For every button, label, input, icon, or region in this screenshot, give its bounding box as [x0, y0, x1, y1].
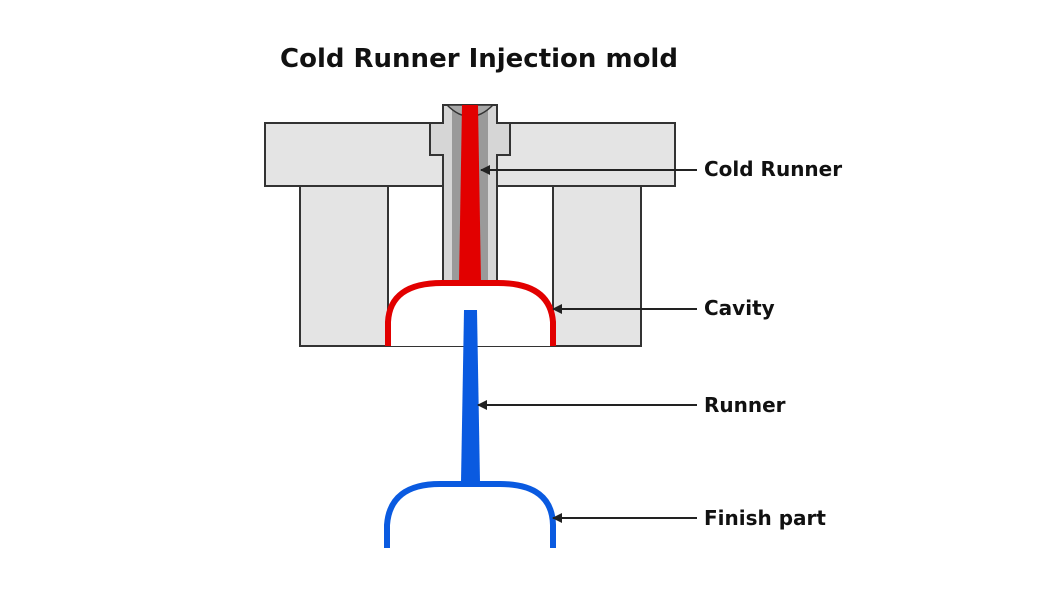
label-runner: Runner [704, 393, 786, 417]
finish-part-shape [384, 481, 556, 548]
label-finish-part: Finish part [704, 506, 826, 530]
diagram-title: Cold Runner Injection mold [280, 44, 678, 74]
label-cold-runner: Cold Runner [704, 157, 843, 181]
label-cavity: Cavity [704, 296, 775, 320]
mold-upper-plate [264, 122, 444, 187]
cavity-outline [385, 280, 556, 346]
runner-shape [461, 310, 480, 482]
cold-runner-sprue [459, 105, 481, 282]
mold-upper-plate-right [496, 122, 676, 187]
